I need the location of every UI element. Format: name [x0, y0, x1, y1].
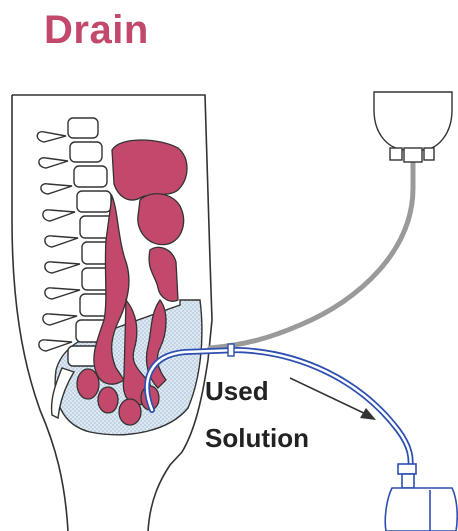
page-title: Drain	[44, 8, 149, 53]
inflow-tube	[210, 160, 413, 348]
flow-arrow-icon	[290, 378, 376, 420]
drain-bag-icon	[385, 464, 457, 531]
solution-bag-icon	[374, 92, 452, 162]
tube-connector	[228, 344, 234, 356]
flow-label-line1: Used	[205, 378, 269, 404]
flow-label-line2: Solution	[205, 425, 309, 451]
